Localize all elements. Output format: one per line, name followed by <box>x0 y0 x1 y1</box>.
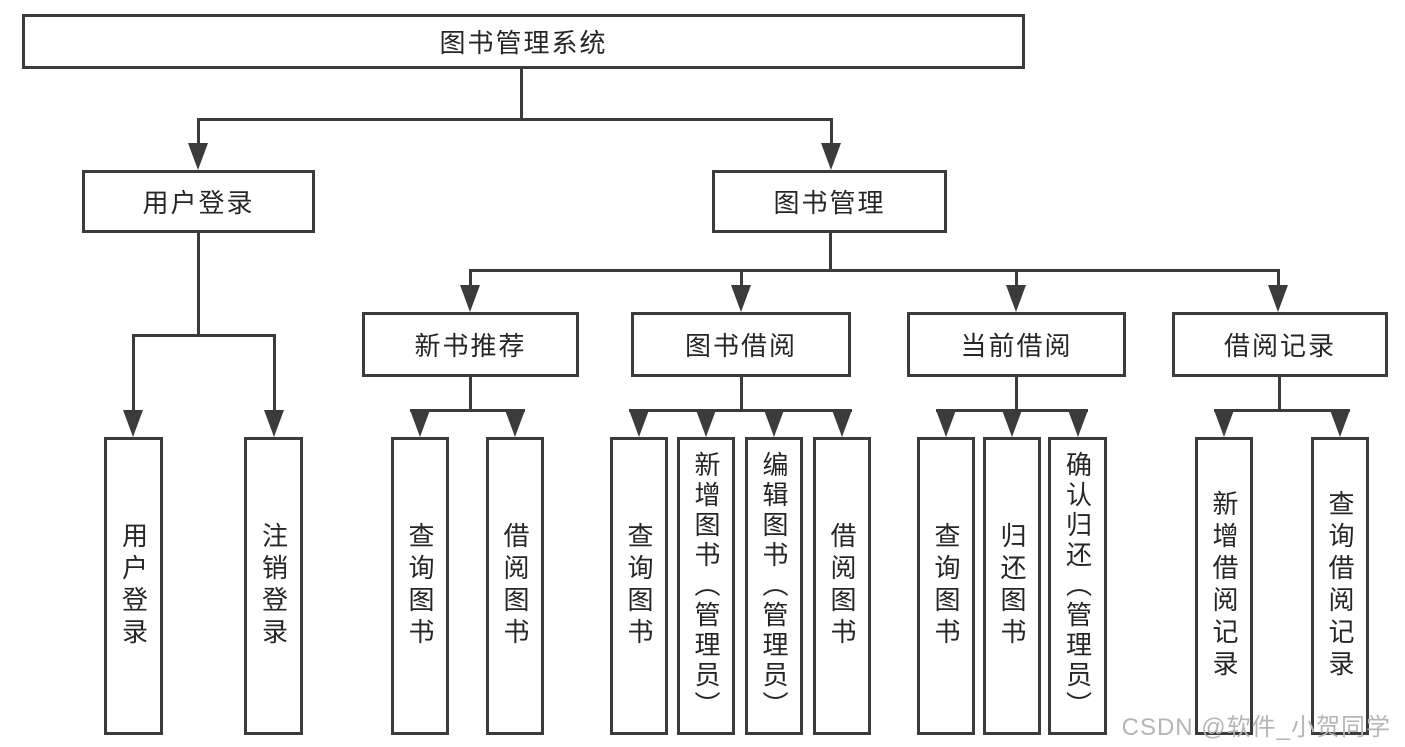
node-label: 归还图书 <box>997 522 1027 650</box>
node-label: 借阅图书 <box>827 522 857 650</box>
arrowhead-down-icon <box>123 410 143 437</box>
leaf-user-login: 用户登录 <box>104 437 163 735</box>
connector-stem <box>520 69 523 119</box>
connector-arm <box>1276 270 1280 287</box>
leaf-edit-books-admin: 编辑图书（管理员） <box>745 437 803 735</box>
node-label: 查询图书 <box>624 522 654 650</box>
node-label: 借阅记录 <box>1223 331 1336 361</box>
node-label: 图书借阅 <box>684 331 797 361</box>
node-label: 图书管理 <box>773 188 886 218</box>
connector-stem <box>468 377 472 410</box>
connector-bar <box>1214 408 1350 412</box>
connector-arm <box>196 119 200 145</box>
connector-arm <box>1014 270 1018 287</box>
connector-bar <box>196 117 833 121</box>
connector-arm <box>131 335 135 412</box>
connector-stem <box>739 377 743 410</box>
arrowhead-down-icon <box>1002 410 1022 437</box>
arrowhead-down-icon <box>1214 410 1234 437</box>
leaf-add-books-admin: 新增图书（管理员） <box>677 437 735 735</box>
connector-stem <box>828 233 832 270</box>
connector-bar <box>629 408 852 412</box>
arrowhead-down-icon <box>1006 285 1026 312</box>
node-borrowing-records: 借阅记录 <box>1172 312 1388 377</box>
connector-bar <box>468 268 1280 272</box>
node-label: 注销登录 <box>258 522 289 650</box>
arrowhead-down-icon <box>764 410 784 437</box>
connector-stem <box>196 233 200 335</box>
node-label: 查询图书 <box>405 522 435 650</box>
arrowhead-down-icon <box>696 410 716 437</box>
node-label: 新书推荐 <box>414 331 527 361</box>
arrowhead-down-icon <box>832 410 852 437</box>
arrowhead-down-icon <box>629 410 649 437</box>
arrowhead-down-icon <box>264 410 284 437</box>
node-book-borrowing: 图书借阅 <box>631 312 851 377</box>
arrowhead-down-icon <box>936 410 956 437</box>
connector-bar <box>131 333 276 337</box>
node-label: 新增借阅记录 <box>1209 490 1239 682</box>
node-label: 图书管理系统 <box>439 28 608 58</box>
node-current-borrowing: 当前借阅 <box>907 312 1126 377</box>
connector-arm <box>829 119 833 145</box>
leaf-borrow-books-recommend: 借阅图书 <box>486 437 544 735</box>
arrowhead-down-icon <box>1330 410 1350 437</box>
node-book-management: 图书管理 <box>712 170 947 233</box>
node-label: 新增图书（管理员） <box>691 451 721 721</box>
connector-arm <box>272 335 276 412</box>
node-label: 用户登录 <box>142 188 255 218</box>
leaf-logout: 注销登录 <box>244 437 303 735</box>
node-label: 借阅图书 <box>500 522 530 650</box>
connector-arm <box>739 270 743 287</box>
node-label: 查询图书 <box>931 522 961 650</box>
node-label: 编辑图书（管理员） <box>759 451 789 721</box>
arrowhead-down-icon <box>505 410 525 437</box>
node-label: 查询借阅记录 <box>1325 490 1355 682</box>
arrowhead-down-icon <box>188 143 208 170</box>
node-root-library-system: 图书管理系统 <box>22 14 1025 69</box>
connector-stem <box>1014 377 1018 410</box>
leaf-borrow-books-borrowing: 借阅图书 <box>813 437 871 735</box>
node-user-login: 用户登录 <box>82 170 315 233</box>
leaf-query-borrow-record: 查询借阅记录 <box>1311 437 1369 735</box>
arrowhead-down-icon <box>731 285 751 312</box>
csdn-watermark: CSDN @软件_小贺同学 <box>1121 714 1391 741</box>
connector-stem <box>1277 377 1281 410</box>
connector-arm <box>468 270 472 287</box>
leaf-return-books: 归还图书 <box>983 437 1041 735</box>
connector-bar <box>410 408 525 412</box>
arrowhead-down-icon <box>460 285 480 312</box>
leaf-query-books-borrowing: 查询图书 <box>610 437 668 735</box>
node-label: 用户登录 <box>118 522 149 650</box>
arrowhead-down-icon <box>1068 410 1088 437</box>
arrowhead-down-icon <box>821 143 841 170</box>
leaf-query-books-current: 查询图书 <box>917 437 975 735</box>
leaf-confirm-return-admin: 确认归还（管理员） <box>1048 437 1107 735</box>
node-label: 确认归还（管理员） <box>1062 451 1093 721</box>
leaf-query-books-recommend: 查询图书 <box>391 437 449 735</box>
leaf-add-borrow-record: 新增借阅记录 <box>1195 437 1253 735</box>
node-new-book-recommendation: 新书推荐 <box>362 312 579 377</box>
arrowhead-down-icon <box>1268 285 1288 312</box>
arrowhead-down-icon <box>410 410 430 437</box>
node-label: 当前借阅 <box>960 331 1073 361</box>
